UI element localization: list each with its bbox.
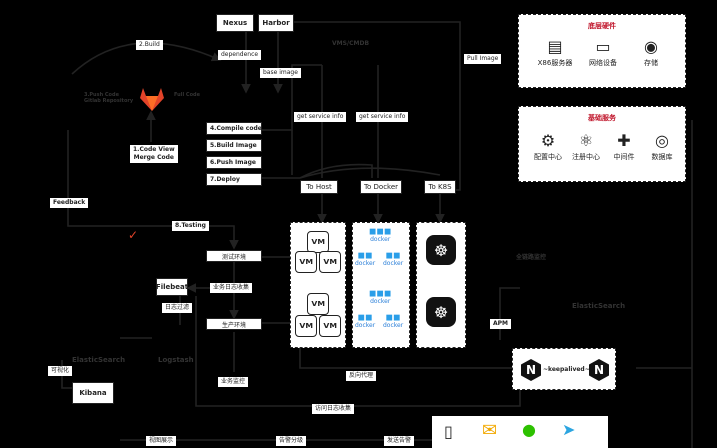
reverse-proxy-label: 反向代理: [346, 371, 377, 381]
registry-icon: ⚛: [578, 131, 594, 150]
nginx-icon: N: [589, 359, 609, 381]
filebeat-box: Filebeat: [156, 278, 188, 296]
telegram-icon: ➤: [562, 420, 576, 439]
docker-icon: ◼◼docker: [355, 251, 376, 268]
docker-icon: ◼◼docker: [383, 313, 404, 330]
step-push-image: 6.Push Image: [206, 156, 262, 169]
storage-icon: ◉: [644, 37, 658, 56]
test-env-label: 测试环境: [206, 250, 262, 262]
k8s-column: ☸ ☸: [416, 222, 466, 348]
pull-image-label: Pull Image: [464, 54, 502, 64]
hardware-item: ◉ 存储: [629, 37, 673, 68]
gitlab-icon: [138, 86, 166, 112]
basic-services-title: 基础服务: [588, 114, 616, 122]
kubernetes-icon: ☸: [426, 235, 456, 265]
keepalived-label: ~keepalived~: [543, 366, 590, 373]
vm-icon: VM: [319, 251, 341, 273]
base-image-label: base image: [260, 68, 301, 78]
build-label: 2.Build: [136, 40, 163, 50]
apm-label: APM: [490, 319, 512, 329]
service-item: ⚙ 配置中心: [529, 131, 567, 162]
service-info-label-1: get service info: [294, 112, 347, 122]
harbor-box: Harbor: [258, 14, 294, 32]
phone-icon: ▯: [444, 422, 453, 441]
puzzle-icon: ✚: [617, 131, 631, 150]
vm-icon: VM: [295, 251, 317, 273]
mail-icon: ✉: [482, 420, 498, 441]
service-info-label-2: get service info: [356, 112, 409, 122]
to-docker-box: To Docker: [360, 180, 402, 194]
prod-env-label: 生产环境: [206, 318, 262, 330]
step-compile: 4.Compile code: [206, 122, 262, 135]
hardware-item: ▭ 网络设备: [581, 37, 625, 68]
to-k8s-box: To K8S: [424, 180, 456, 194]
alert-grading-label: 告警分级: [276, 436, 307, 446]
nginx-icon: N: [521, 359, 541, 381]
hardware-title: 底层硬件: [588, 22, 616, 30]
elastic-left-label: ElasticSearch: [72, 356, 126, 364]
database-icon: ◎: [655, 131, 669, 150]
network-device-icon: ▭: [595, 37, 611, 56]
link-monitor-label: 全链路监控: [516, 254, 547, 261]
hardware-panel: 底层硬件 ▤ X86服务器 ▭ 网络设备 ◉ 存储: [518, 14, 686, 88]
alert-channels: ▯ ✉ ● ➤: [432, 416, 608, 448]
step-deploy: 7.Deploy: [206, 173, 262, 186]
docker-icon: ◼◼◼docker: [369, 289, 392, 306]
gear-icon: ⚙: [540, 131, 556, 150]
biz-monitor-label: 业务监控: [218, 377, 249, 387]
feedback-label: Feedback: [50, 198, 89, 208]
service-item: ✚ 中间件: [605, 131, 643, 162]
docker-column: ◼◼◼docker ◼◼docker ◼◼docker ◼◼◼docker ◼◼…: [352, 222, 410, 348]
logstash-label: Logstash: [158, 356, 194, 364]
kubernetes-icon: ☸: [426, 297, 456, 327]
host-column: VM VM VM VM VM VM: [290, 222, 346, 348]
service-item: ⚛ 注册中心: [567, 131, 605, 162]
vm-icon: VM: [307, 293, 329, 315]
access-log-label: 访问日志收集: [312, 404, 355, 414]
testing-label: 8.Testing: [172, 221, 209, 231]
service-item: ◎ 数据库: [643, 131, 681, 162]
docker-icon: ◼◼docker: [383, 251, 404, 268]
code-view-label: 1.Code View Merge Code: [130, 145, 178, 163]
view-display-label: 视图展示: [146, 436, 177, 446]
gitlab-left-text: 3.Push Code Gitlab Repository: [84, 92, 134, 104]
to-host-box: To Host: [300, 180, 338, 194]
elastic-right-label: ElasticSearch: [572, 302, 626, 310]
send-alert-label: 发送告警: [384, 436, 415, 446]
vm-icon: VM: [307, 231, 329, 253]
checkmark-icon: ✓: [128, 228, 139, 242]
docker-icon: ◼◼docker: [355, 313, 376, 330]
gitlab-right-text: Full Code: [174, 92, 200, 98]
vm-icon: VM: [319, 315, 341, 337]
wechat-icon: ●: [522, 420, 536, 439]
visualize-label: 可视化: [48, 366, 73, 376]
step-build-image: 5.Build Image: [206, 139, 262, 152]
nginx-box: N ~keepalived~ N: [512, 348, 616, 390]
server-icon: ▤: [547, 37, 563, 56]
log-filter-label: 日志过滤: [162, 303, 193, 313]
dependence-label: dependence: [218, 50, 262, 60]
docker-icon: ◼◼◼docker: [369, 227, 392, 244]
kibana-box: Kibana: [72, 382, 114, 404]
hardware-item: ▤ X86服务器: [533, 37, 577, 68]
biz-log-label: 业务日志收集: [210, 283, 253, 293]
vms-label: VMS/CMDB: [332, 40, 370, 47]
basic-services-panel: 基础服务 ⚙ 配置中心 ⚛ 注册中心 ✚ 中间件 ◎ 数据库: [518, 106, 686, 182]
vm-icon: VM: [295, 315, 317, 337]
nexus-box: Nexus: [216, 14, 254, 32]
